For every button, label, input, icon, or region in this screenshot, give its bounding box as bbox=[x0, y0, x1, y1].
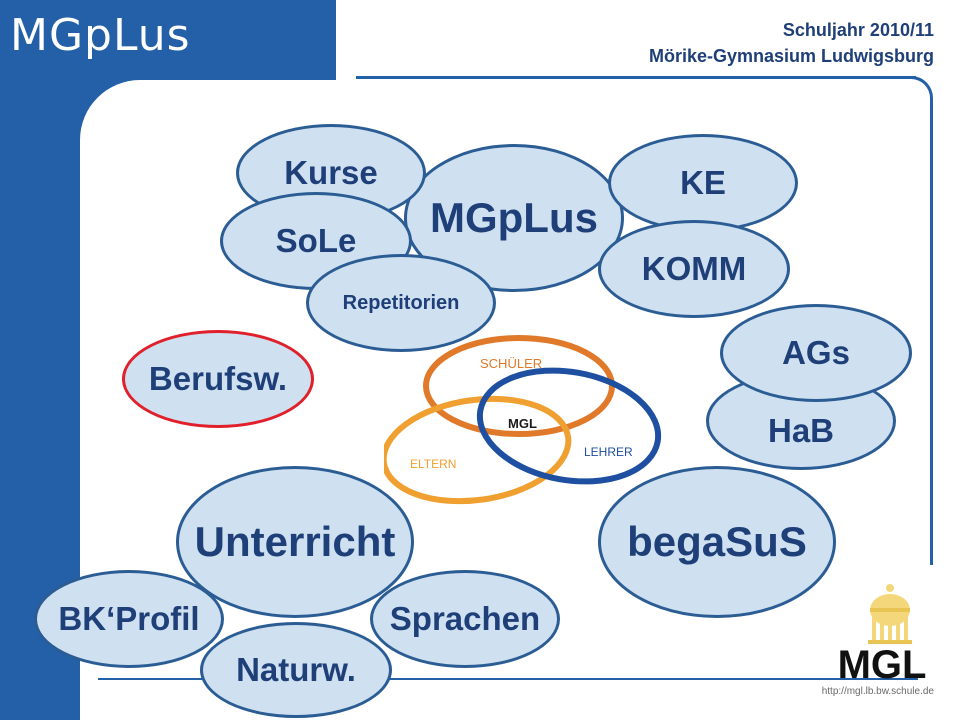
mgl-triad-logo: SCHÜLER MGL ELTERN LEHRER bbox=[380, 328, 674, 508]
website-url[interactable]: http://mgl.lb.bw.schule.de bbox=[821, 686, 934, 697]
frame-top-right-curve bbox=[904, 76, 933, 105]
app-title: MGpLus bbox=[10, 10, 191, 61]
bubble-sprachen[interactable]: Sprachen bbox=[370, 570, 560, 668]
bubble-komm[interactable]: KOMM bbox=[598, 220, 790, 318]
label-lehrer: LEHRER bbox=[584, 445, 633, 459]
label-eltern: ELTERN bbox=[410, 457, 456, 471]
school-building-icon: MGL bbox=[838, 584, 927, 687]
ring-lehrer bbox=[476, 367, 662, 485]
bubble-bkprofil[interactable]: BK‘Profil bbox=[34, 570, 224, 668]
label-mgl: MGL bbox=[508, 416, 537, 431]
mgl-school-logo: MGL bbox=[832, 580, 936, 687]
frame-bottom-line bbox=[98, 678, 918, 680]
title-band bbox=[0, 0, 336, 80]
bubble-ags[interactable]: AGs bbox=[720, 304, 912, 402]
school-name: Mörike-Gymnasium Ludwigsburg bbox=[648, 46, 934, 66]
ring-eltern bbox=[380, 395, 572, 505]
frame-top-line bbox=[356, 76, 916, 79]
mgl-logo-text: MGL bbox=[838, 643, 927, 684]
label-schueler: SCHÜLER bbox=[480, 356, 542, 371]
triad-rings-icon: SCHÜLER MGL ELTERN LEHRER bbox=[380, 335, 662, 505]
school-year: Schuljahr 2010/11 bbox=[782, 20, 934, 40]
bubble-unterricht[interactable]: Unterricht bbox=[176, 466, 414, 618]
bubble-mgplus[interactable]: MGpLus bbox=[404, 144, 624, 292]
frame-right-line bbox=[930, 100, 933, 565]
bubble-berufsw[interactable]: Berufsw. bbox=[122, 330, 314, 428]
bubble-repetitorien[interactable]: Repetitorien bbox=[306, 254, 496, 352]
bubble-ke[interactable]: KE bbox=[608, 134, 798, 232]
bubble-begasus[interactable]: begaSuS bbox=[598, 466, 836, 618]
bubble-naturw[interactable]: Naturw. bbox=[200, 622, 392, 718]
